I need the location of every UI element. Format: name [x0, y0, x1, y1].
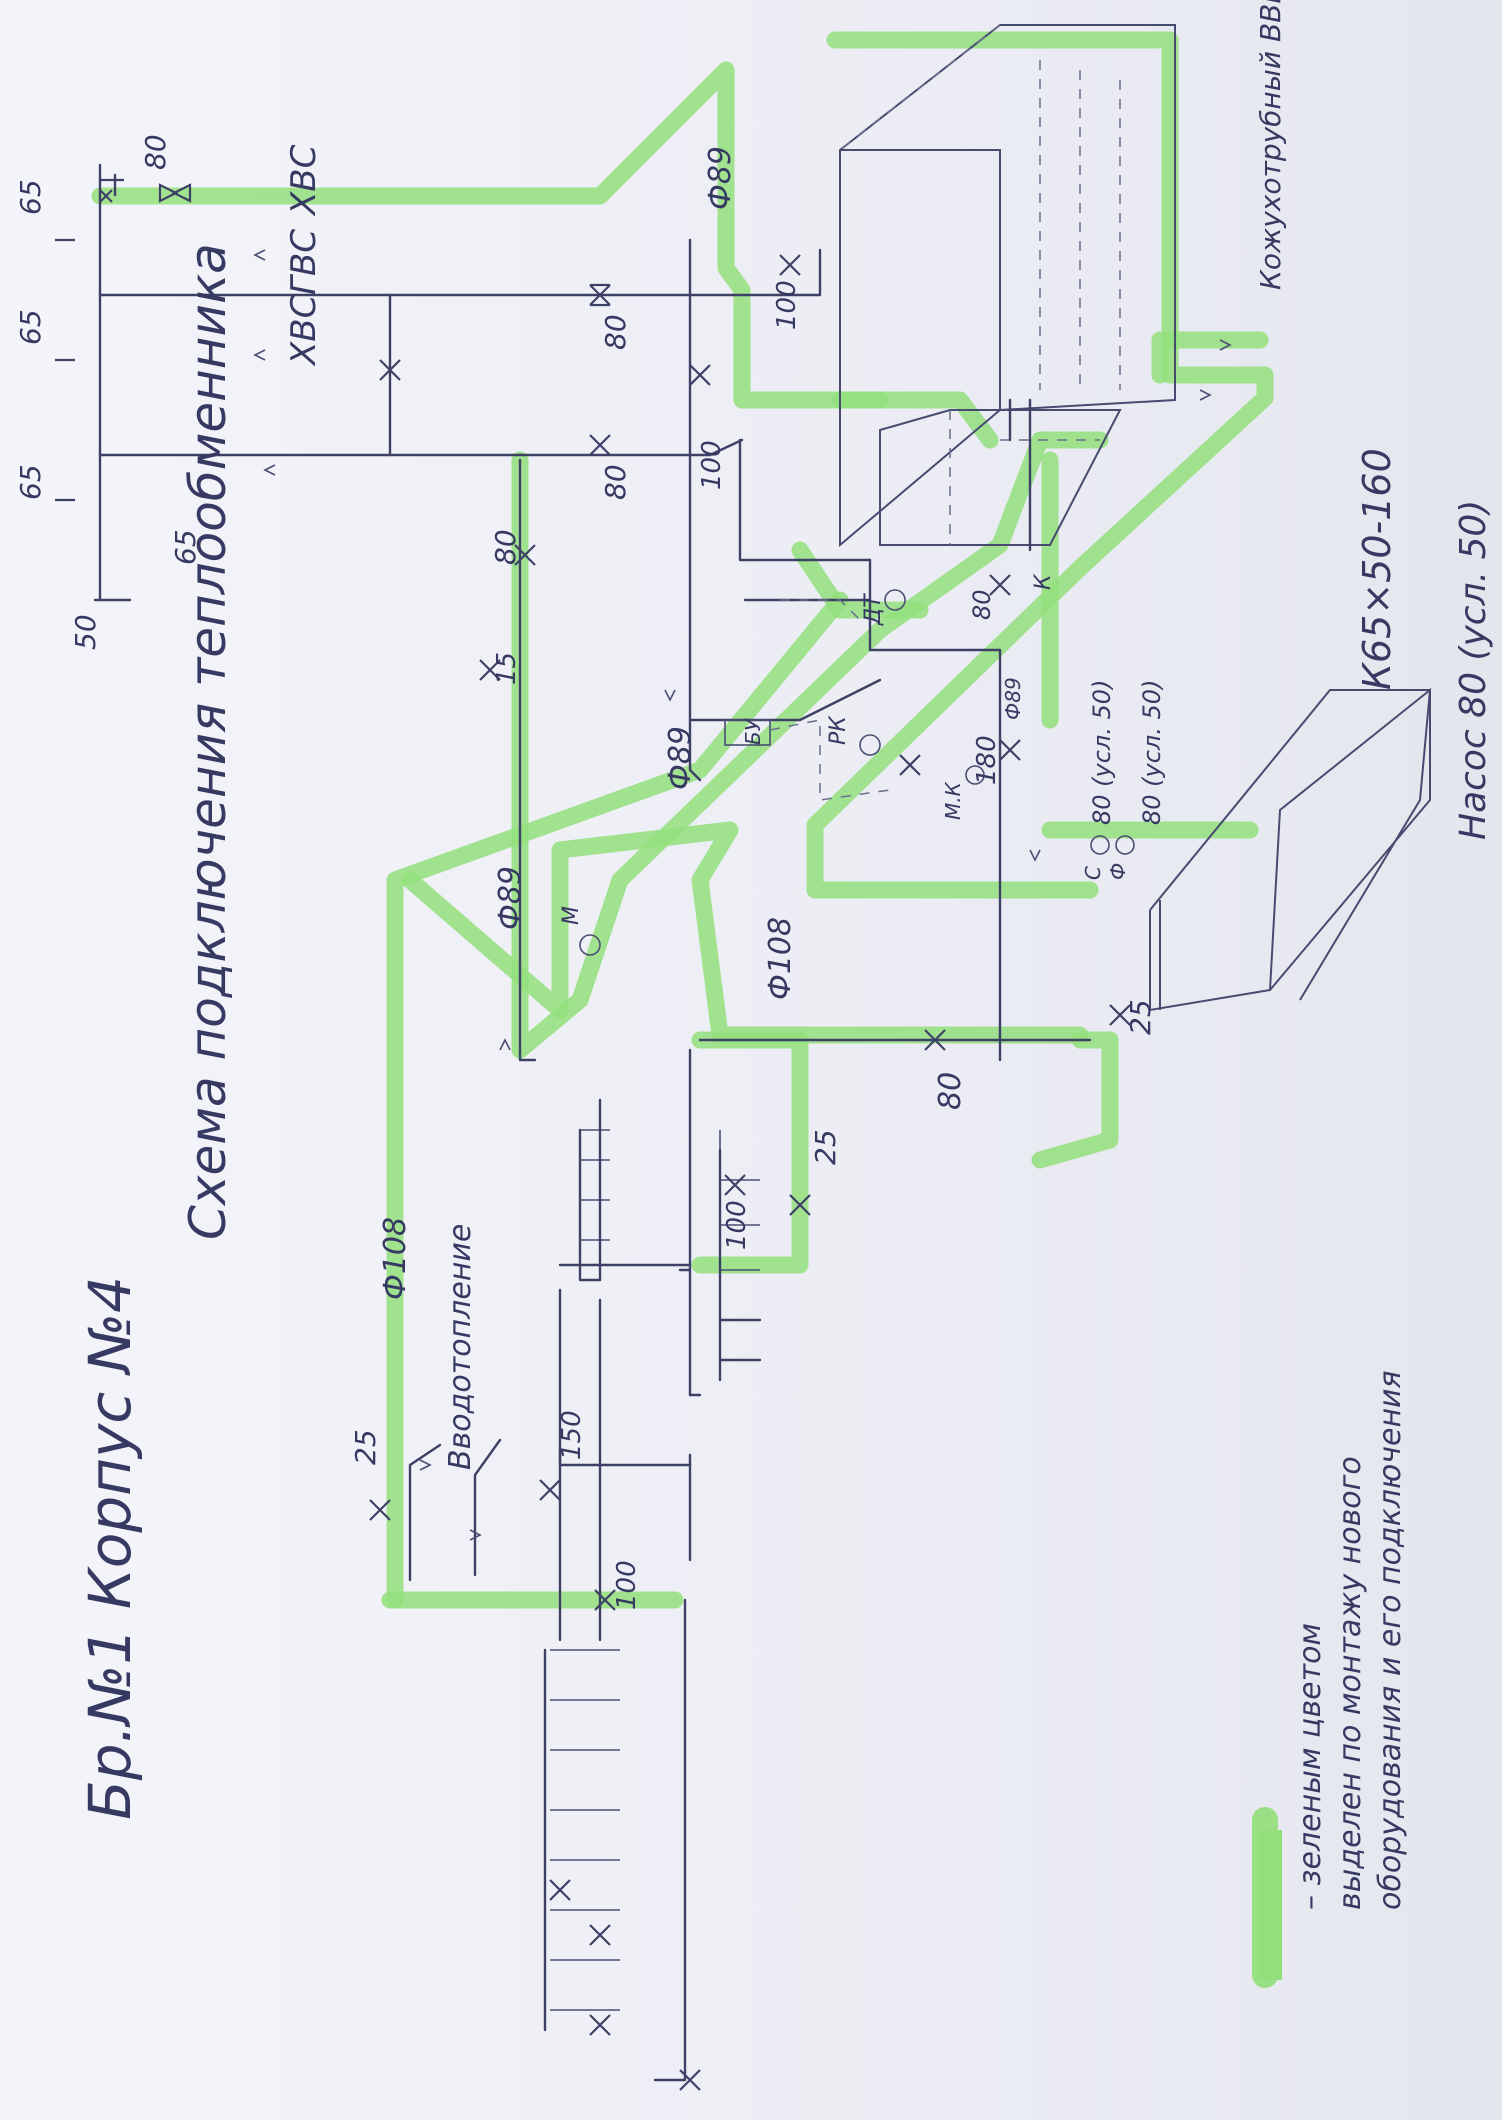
- dn80-top-label: 80: [139, 134, 172, 170]
- gauge-m-icon: [579, 934, 601, 956]
- dn100-label-b: 100: [697, 440, 727, 490]
- dn100-label-d: 100: [612, 1560, 642, 1610]
- c80-label: 80 (усл. 50): [1088, 680, 1116, 825]
- sensor-c-icon: [1090, 835, 1110, 855]
- highlight-layer: [91, 31, 1278, 1988]
- dt-label: ДТ: [861, 593, 886, 626]
- m-label: М: [559, 906, 584, 925]
- dn80-label-b: 80: [599, 464, 632, 500]
- phi89-label-a: Ф89: [703, 146, 738, 210]
- c-sensor-text: С: [1081, 866, 1105, 880]
- phi89-small-label: Ф89: [1001, 677, 1025, 720]
- rk-label: РК: [826, 715, 851, 745]
- dn65-label-c: 65: [14, 464, 47, 500]
- control-unit-bu-icon: [724, 719, 771, 746]
- k-label: К: [1031, 573, 1056, 590]
- legend-line-1: – зеленым цветом: [1293, 1623, 1328, 1910]
- dn80-label-c: 80: [489, 529, 522, 565]
- dn25-label-c: 25: [349, 1429, 382, 1465]
- dn100-label-c: 100: [722, 1200, 752, 1250]
- distribution-header: [543, 1098, 762, 2032]
- regulator-rk-icon: [859, 734, 881, 756]
- dn25-label-b: 25: [809, 1129, 842, 1165]
- phi108-label-a: Ф108: [763, 917, 798, 1000]
- valve-symbols: [55, 178, 1131, 2091]
- pump-label: К65×50-160: [1355, 448, 1399, 690]
- flow-arrows: [253, 249, 1232, 1541]
- thermometer-dt-icon: [884, 589, 906, 611]
- heat-exchanger-label: Кожухотрубный ВВП-11-219х2000: [1254, 0, 1287, 290]
- sensor-f-icon: [1115, 835, 1135, 855]
- dn65-label-d: 65: [169, 529, 202, 565]
- phi89-label-c: Ф89: [493, 866, 528, 930]
- mk-label: М.К: [941, 781, 965, 820]
- dn65-label-b: 65: [14, 309, 47, 345]
- legend: – зеленым цветом выделен по монтажу ново…: [1258, 1370, 1408, 1980]
- pipe-labels: ГВС ХВС ХВС 65 65 65 65 50 80 80 80 100 …: [14, 134, 1166, 1610]
- f80-label: 80 (усл. 50): [1138, 680, 1166, 825]
- dn150-label: 150: [557, 1410, 587, 1460]
- phi108-label-b: Ф108: [378, 1217, 413, 1300]
- equipment-labels: Кожухотрубный ВВП-11-219х2000 К65×50-160…: [1254, 0, 1494, 840]
- dn100-label-a: 100: [772, 280, 802, 330]
- heating-input-label: Вводотопление: [443, 1224, 478, 1470]
- pump-box: [1149, 687, 1432, 1012]
- page-subtitle: Схема подключения теплообменника: [179, 243, 237, 1240]
- dn180-label: 180: [972, 735, 1002, 785]
- gvs-label: ГВС: [284, 229, 324, 295]
- dn15-label: 15: [492, 652, 522, 685]
- dn80-label-d: 80: [933, 1072, 968, 1110]
- dn80-label-a: 80: [599, 314, 632, 350]
- dn65-label-a: 65: [14, 179, 47, 215]
- title-group: Бр.№1 Корпус №4 Схема подключения теплоо…: [76, 243, 478, 1820]
- bu-label: БУ: [741, 717, 765, 745]
- dn50-label: 50: [69, 614, 102, 650]
- legend-line-3: оборудования и его подключения: [1373, 1370, 1408, 1910]
- f-sensor-text: Ф: [1106, 863, 1130, 880]
- dn80-k-label: 80: [968, 589, 996, 620]
- legend-line-2: выделен по монтажу нового: [1333, 1456, 1368, 1910]
- page-title: Бр.№1 Корпус №4: [76, 1276, 144, 1820]
- phi89-label-b: Ф89: [663, 726, 698, 790]
- instruments: [579, 589, 1135, 956]
- heat-exchanger-box: [839, 24, 1176, 548]
- dn25-label-a: 25: [1124, 999, 1157, 1035]
- legend-swatch: [1258, 1830, 1282, 1980]
- hvs-label-1: ХВС: [284, 144, 324, 217]
- hvs-label-2: ХВС: [284, 294, 324, 367]
- gauge-mk-icon: [965, 765, 985, 785]
- pump-nozzle-label: Насос 80 (усл. 50): [1453, 500, 1494, 840]
